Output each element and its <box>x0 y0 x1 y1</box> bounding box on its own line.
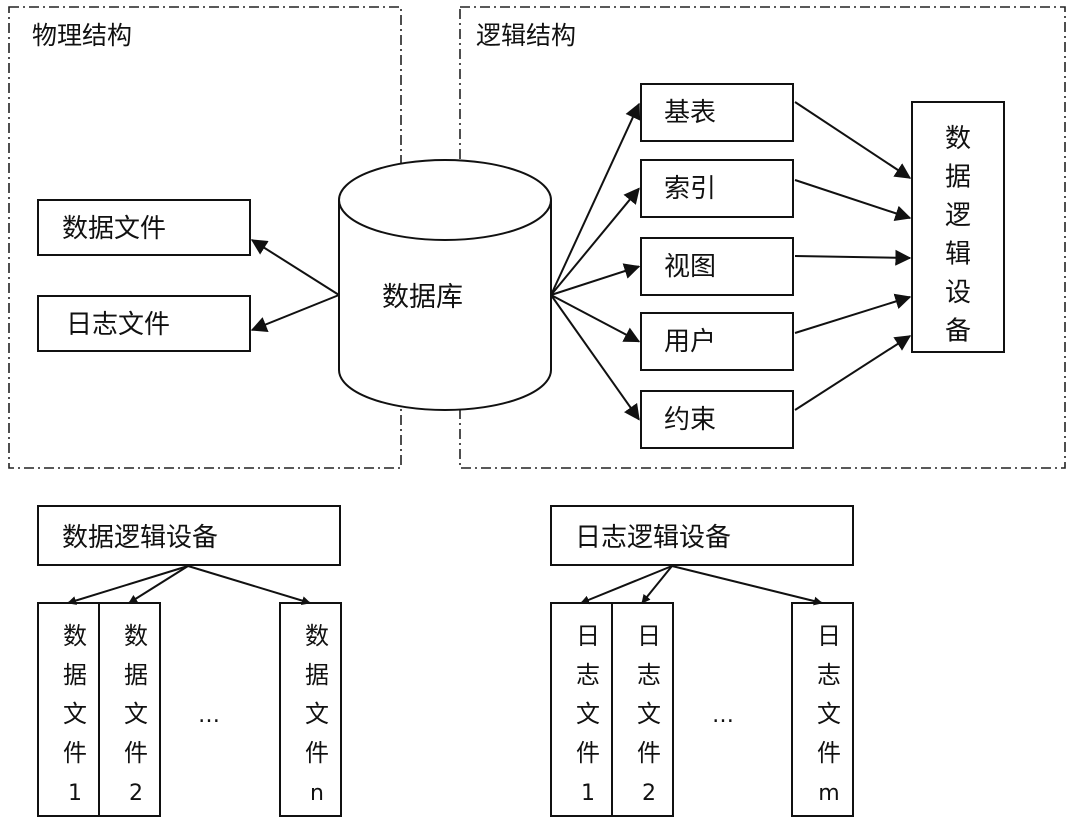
svg-text:n: n <box>310 781 324 806</box>
database-label: 数据库 <box>382 282 463 313</box>
svg-text:件: 件 <box>305 739 329 767</box>
svg-text:件: 件 <box>637 739 661 767</box>
arrow-db-to-object <box>550 294 641 343</box>
svg-text:文: 文 <box>124 700 148 728</box>
svg-text:志: 志 <box>817 661 841 689</box>
svg-text:日: 日 <box>576 622 600 650</box>
physical-file-box: 数据文件 <box>37 199 251 256</box>
arrow-device-to-file <box>187 565 311 605</box>
svg-text:据: 据 <box>124 661 148 689</box>
svg-text:日: 日 <box>817 622 841 650</box>
data-files-ellipsis: … <box>198 703 220 728</box>
device-char: 据 <box>945 163 971 193</box>
database-cylinder: 数据库 <box>338 159 552 411</box>
logical-object-box: 用户 <box>640 312 794 371</box>
device-char: 逻 <box>945 201 971 231</box>
svg-text:件: 件 <box>817 739 841 767</box>
svg-text:1: 1 <box>581 781 595 806</box>
physical-structure-title: 物理结构 <box>32 21 132 50</box>
arrow-db-to-logfile <box>250 294 340 332</box>
arrow-db-to-object <box>550 102 641 296</box>
svg-text:1: 1 <box>68 781 82 806</box>
svg-text:数: 数 <box>124 622 148 650</box>
svg-text:基表: 基表 <box>664 98 716 128</box>
arrow-db-to-datafile <box>250 239 340 296</box>
svg-text:据: 据 <box>63 661 87 689</box>
svg-text:据: 据 <box>305 661 329 689</box>
physical-file-box: 日志文件 <box>37 295 251 352</box>
svg-text:件: 件 <box>576 739 600 767</box>
svg-text:件: 件 <box>63 739 87 767</box>
logical-structure-title: 逻辑结构 <box>476 21 576 50</box>
svg-text:文: 文 <box>637 700 661 728</box>
logical-object-box: 索引 <box>640 159 794 218</box>
svg-text:件: 件 <box>124 739 148 767</box>
arrow-object-to-device <box>794 335 912 411</box>
svg-text:2: 2 <box>642 781 656 806</box>
data-file-column: 数据文件 2 <box>98 602 161 817</box>
arrow-device-to-file <box>671 565 823 606</box>
arrow-object-to-device <box>794 249 912 266</box>
svg-text:视图: 视图 <box>664 252 716 282</box>
arrow-device-to-file <box>641 565 673 604</box>
svg-text:约束: 约束 <box>664 405 716 435</box>
arrow-device-to-file <box>128 565 189 604</box>
arrow-device-to-file <box>580 565 673 605</box>
svg-text:索引: 索引 <box>664 174 716 204</box>
data-device-header: 数据逻辑设备 <box>37 505 341 566</box>
svg-text:2: 2 <box>129 781 143 806</box>
svg-text:文: 文 <box>63 700 87 728</box>
data-logical-device-box: 数据逻辑设备 <box>911 101 1005 353</box>
log-file-column: 日志文件 1 <box>550 602 613 817</box>
device-char: 备 <box>945 317 971 347</box>
svg-text:文: 文 <box>817 700 841 728</box>
logical-object-box: 基表 <box>640 83 794 142</box>
svg-text:数据文件: 数据文件 <box>62 214 166 244</box>
arrow-device-to-file <box>67 565 189 605</box>
log-device-header: 日志逻辑设备 <box>550 505 854 566</box>
arrow-db-to-object <box>550 187 640 296</box>
log-file-column: 日志文件 2 <box>611 602 674 817</box>
svg-text:数: 数 <box>63 622 87 650</box>
device-char: 设 <box>945 278 971 308</box>
svg-text:文: 文 <box>576 700 600 728</box>
svg-text:数据逻辑设备: 数据逻辑设备 <box>62 523 218 553</box>
arrow-db-to-object <box>550 294 640 421</box>
svg-text:日: 日 <box>637 622 661 650</box>
arrow-db-to-object <box>550 263 641 296</box>
svg-text:用户: 用户 <box>664 327 716 357</box>
svg-text:日志逻辑设备: 日志逻辑设备 <box>575 523 731 553</box>
svg-text:志: 志 <box>637 661 661 689</box>
log-files-ellipsis: … <box>712 703 734 728</box>
device-char: 数 <box>945 124 971 154</box>
svg-text:志: 志 <box>576 661 600 689</box>
svg-text:数: 数 <box>305 622 329 650</box>
arrow-object-to-device <box>794 101 912 179</box>
svg-text:m: m <box>818 781 839 806</box>
svg-text:文: 文 <box>305 700 329 728</box>
data-file-column: 数据文件 1 <box>37 602 100 817</box>
arrow-object-to-device <box>794 179 912 221</box>
logical-object-box: 约束 <box>640 390 794 449</box>
svg-text:日志文件: 日志文件 <box>66 310 170 340</box>
arrow-object-to-device <box>794 293 912 334</box>
device-char: 辑 <box>945 240 971 270</box>
logical-object-box: 视图 <box>640 237 794 296</box>
